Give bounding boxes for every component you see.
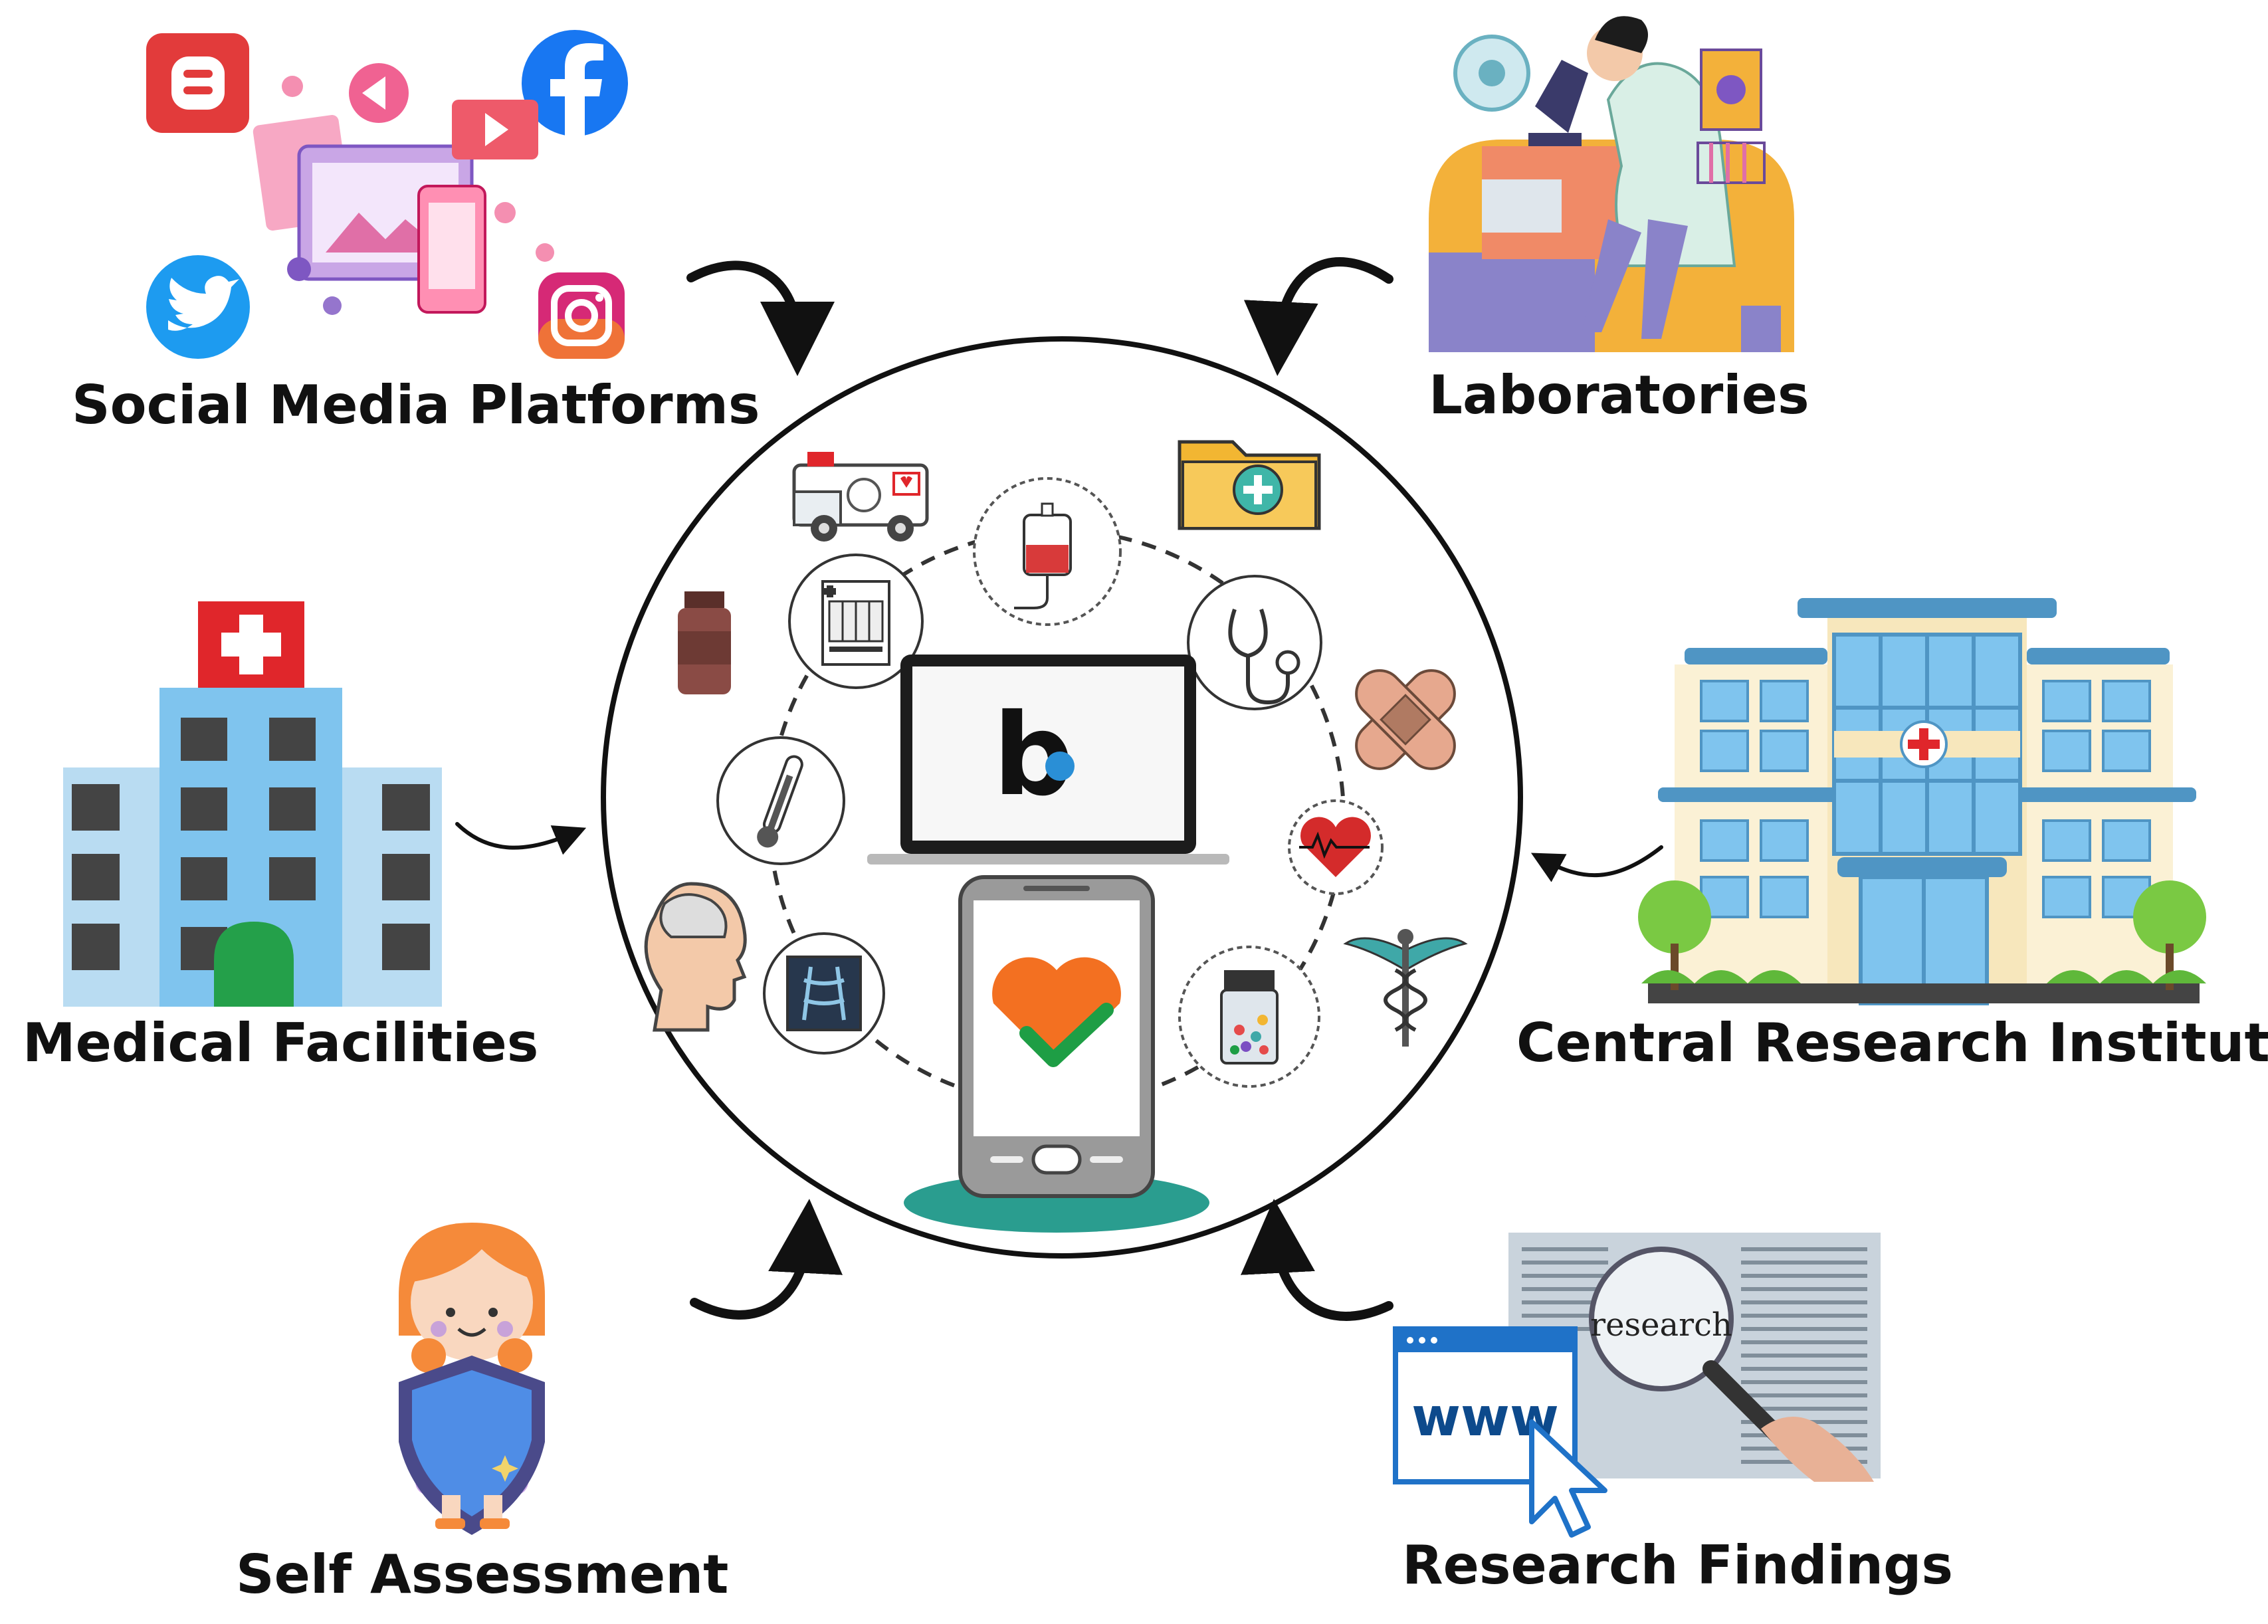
iv-blood-bag-icon bbox=[973, 477, 1122, 626]
medicine-bottle-icon bbox=[678, 591, 731, 694]
arrow-medical bbox=[455, 822, 587, 855]
stethoscope-icon bbox=[1187, 575, 1322, 710]
blogger-icon bbox=[146, 33, 249, 133]
social-media-collage bbox=[146, 30, 628, 359]
central-hub: b bbox=[601, 336, 1523, 1259]
arrow-research bbox=[1241, 1199, 1393, 1321]
arrow-social bbox=[686, 260, 835, 376]
arrow-self bbox=[690, 1199, 843, 1320]
bandage-icon bbox=[1355, 669, 1456, 770]
scientist-microscope-icon bbox=[1429, 16, 1794, 352]
magnified-word: research bbox=[1590, 1306, 1732, 1344]
smartphone-icon bbox=[904, 875, 1209, 1233]
heartbeat-icon bbox=[1288, 799, 1384, 895]
girl-shield-icon bbox=[399, 1223, 545, 1535]
caduceus-icon bbox=[1343, 929, 1468, 1047]
label-medical-facilities: Medical Facilities bbox=[23, 1012, 539, 1074]
arrow-labs bbox=[1243, 257, 1393, 376]
medical-report-icon bbox=[788, 554, 924, 689]
social-screens-icon bbox=[253, 63, 554, 315]
label-self-assessment: Self Assessment bbox=[236, 1544, 729, 1605]
instagram-icon bbox=[538, 272, 625, 359]
label-central-research-institute: Central Research Institute bbox=[1516, 1012, 2268, 1074]
heart-check-icon bbox=[992, 957, 1121, 1067]
pill-jar-icon bbox=[1178, 946, 1320, 1088]
facebook-icon bbox=[522, 30, 628, 140]
label-social-media-platforms: Social Media Platforms bbox=[72, 374, 760, 436]
twitter-icon bbox=[146, 255, 250, 359]
thermometer-icon bbox=[716, 736, 845, 865]
cursor-icon bbox=[1529, 1419, 1607, 1538]
label-research-findings: Research Findings bbox=[1402, 1534, 1953, 1596]
hospital-icon bbox=[63, 601, 442, 1007]
flow-arrows bbox=[455, 257, 1663, 1321]
laptop-icon: b bbox=[867, 655, 1229, 864]
research-findings-image: research www bbox=[1393, 1233, 1881, 1538]
arrow-central bbox=[1530, 845, 1663, 882]
ambulance-icon bbox=[792, 452, 929, 542]
research-building-icon bbox=[1638, 598, 2206, 1005]
label-laboratories: Laboratories bbox=[1429, 364, 1809, 426]
medical-folder-icon bbox=[1178, 440, 1321, 530]
x-ray-icon bbox=[763, 932, 885, 1055]
magnifier-icon bbox=[1589, 1247, 1734, 1391]
brain-head-icon bbox=[644, 882, 747, 1032]
